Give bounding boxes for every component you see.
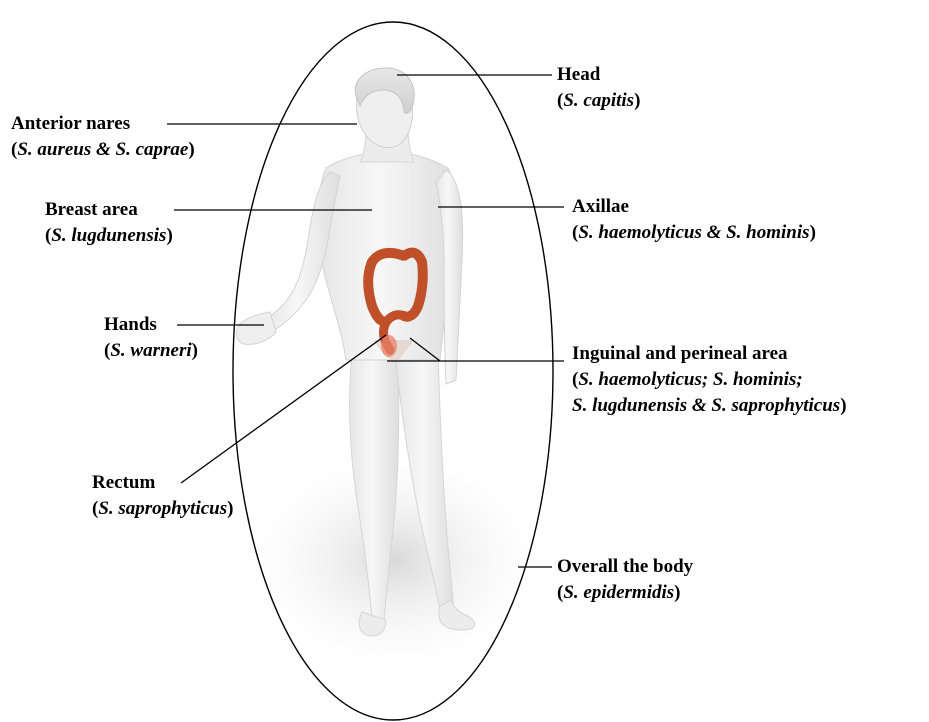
paren-close: ): [810, 222, 816, 243]
paren-close: ): [674, 582, 680, 603]
label-hands: Hands (S. warneri): [104, 312, 198, 364]
label-anterior-nares: Anterior nares (S. aureus & S. caprae): [11, 111, 195, 163]
paren-close: ): [840, 395, 846, 416]
label-anterior-nares-title: Anterior nares: [11, 111, 195, 137]
paren-close: ): [192, 340, 198, 361]
paren-close: ): [166, 225, 172, 246]
label-head: Head (S. capitis): [557, 62, 640, 114]
label-anterior-nares-species: S. aureus & S. caprae: [17, 139, 188, 160]
label-inguinal: Inguinal and perineal area (S. haemolyti…: [572, 341, 847, 419]
label-inguinal-species-1: S. haemolyticus; S. hominis;: [578, 369, 802, 390]
paren-close: ): [227, 498, 233, 519]
rectum-glow: [381, 335, 397, 357]
label-hands-species: S. warneri: [110, 340, 191, 361]
label-axillae: Axillae (S. haemolyticus & S. hominis): [572, 194, 816, 246]
label-rectum: Rectum (S. saprophyticus): [92, 470, 233, 522]
label-head-species: S. capitis: [563, 90, 634, 111]
label-hands-title: Hands: [104, 312, 198, 338]
label-breast-area: Breast area (S. lugdunensis): [45, 197, 173, 249]
label-overall: Overall the body (S. epidermidis): [557, 554, 693, 606]
label-overall-species: S. epidermidis: [563, 582, 674, 603]
label-inguinal-species-2: S. lugdunensis & S. saprophyticus: [572, 395, 840, 416]
label-axillae-title: Axillae: [572, 194, 816, 220]
paren-close: ): [188, 139, 194, 160]
label-head-title: Head: [557, 62, 640, 88]
label-inguinal-title: Inguinal and perineal area: [572, 341, 847, 367]
label-breast-area-title: Breast area: [45, 197, 173, 223]
label-rectum-species: S. saprophyticus: [98, 498, 227, 519]
label-overall-title: Overall the body: [557, 554, 693, 580]
left-hand: [237, 312, 276, 344]
label-breast-area-species: S. lugdunensis: [51, 225, 166, 246]
label-axillae-species: S. haemolyticus & S. hominis: [578, 222, 809, 243]
paren-close: ): [634, 90, 640, 111]
label-rectum-title: Rectum: [92, 470, 233, 496]
